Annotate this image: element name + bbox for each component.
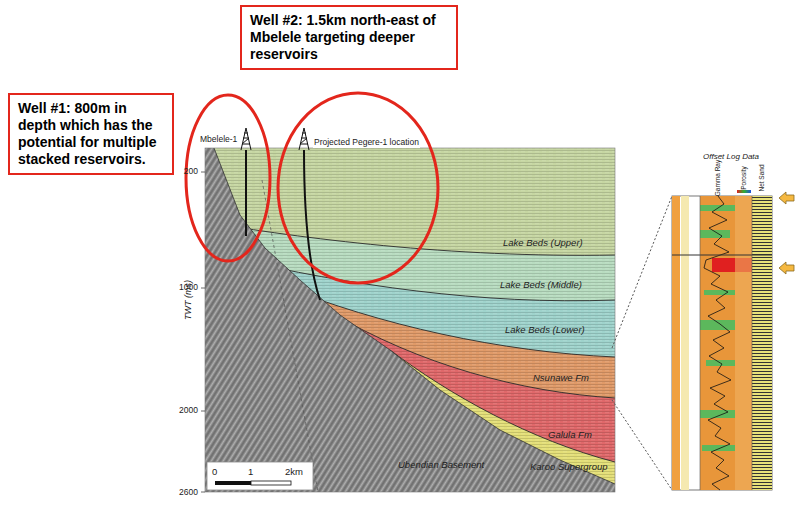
layer-name: Ubendian Basement	[398, 460, 484, 471]
log-panel	[672, 190, 772, 490]
axis-title: TWT (ms)	[183, 280, 193, 320]
well-path	[304, 150, 320, 300]
well-path	[245, 150, 247, 236]
layer-name: Lake Beds (Middle)	[500, 280, 582, 291]
basin-layers	[205, 148, 615, 492]
well-name: Mbelele-1	[199, 135, 238, 145]
callout-box: Well #1: 800m in depth which has the pot…	[8, 93, 174, 175]
leader-line	[612, 196, 672, 490]
scale-value: 1	[248, 467, 253, 478]
basement-top	[214, 148, 615, 484]
panel-title: Offset Log Data	[703, 152, 759, 161]
axis-value: 2000	[176, 406, 198, 416]
track-header: Gamma Ray	[714, 160, 721, 196]
callout-text: Well #1: 800m in depth which has the pot…	[18, 100, 164, 168]
scale-bar	[207, 462, 313, 490]
lake-beds-upper	[205, 148, 615, 492]
marker-arrow	[779, 192, 794, 274]
layer-name: Nsunawe Fm	[533, 373, 589, 384]
well-name: Projected Pegere-1 location	[313, 138, 420, 148]
track-header: Porosity	[740, 166, 747, 189]
layer-name: Galula Fm	[548, 430, 592, 441]
layer-name: Karoo Supergroup	[530, 462, 608, 473]
highlight-ellipse	[186, 93, 438, 283]
panel-frame	[205, 148, 615, 492]
axis-value: 2600	[176, 488, 198, 498]
layer-name: Lake Beds (Lower)	[505, 325, 585, 336]
axis-value: 200	[176, 167, 198, 177]
seismic-texture	[205, 148, 615, 492]
derrick-symbol	[241, 128, 309, 150]
track-header: Net Sand	[758, 164, 765, 191]
callout-box: Well #2: 1.5km north-east of Mbelele tar…	[240, 5, 458, 70]
fault-line	[262, 180, 318, 492]
scale-value: 2km	[285, 467, 303, 478]
callout-text: Well #2: 1.5km north-east of Mbelele tar…	[250, 12, 448, 63]
basement	[205, 148, 615, 492]
axis-ticks	[201, 172, 205, 492]
scale-value: 0	[212, 467, 217, 478]
basement-texture	[205, 148, 615, 492]
layer-name: Lake Beds (Upper)	[503, 238, 583, 249]
